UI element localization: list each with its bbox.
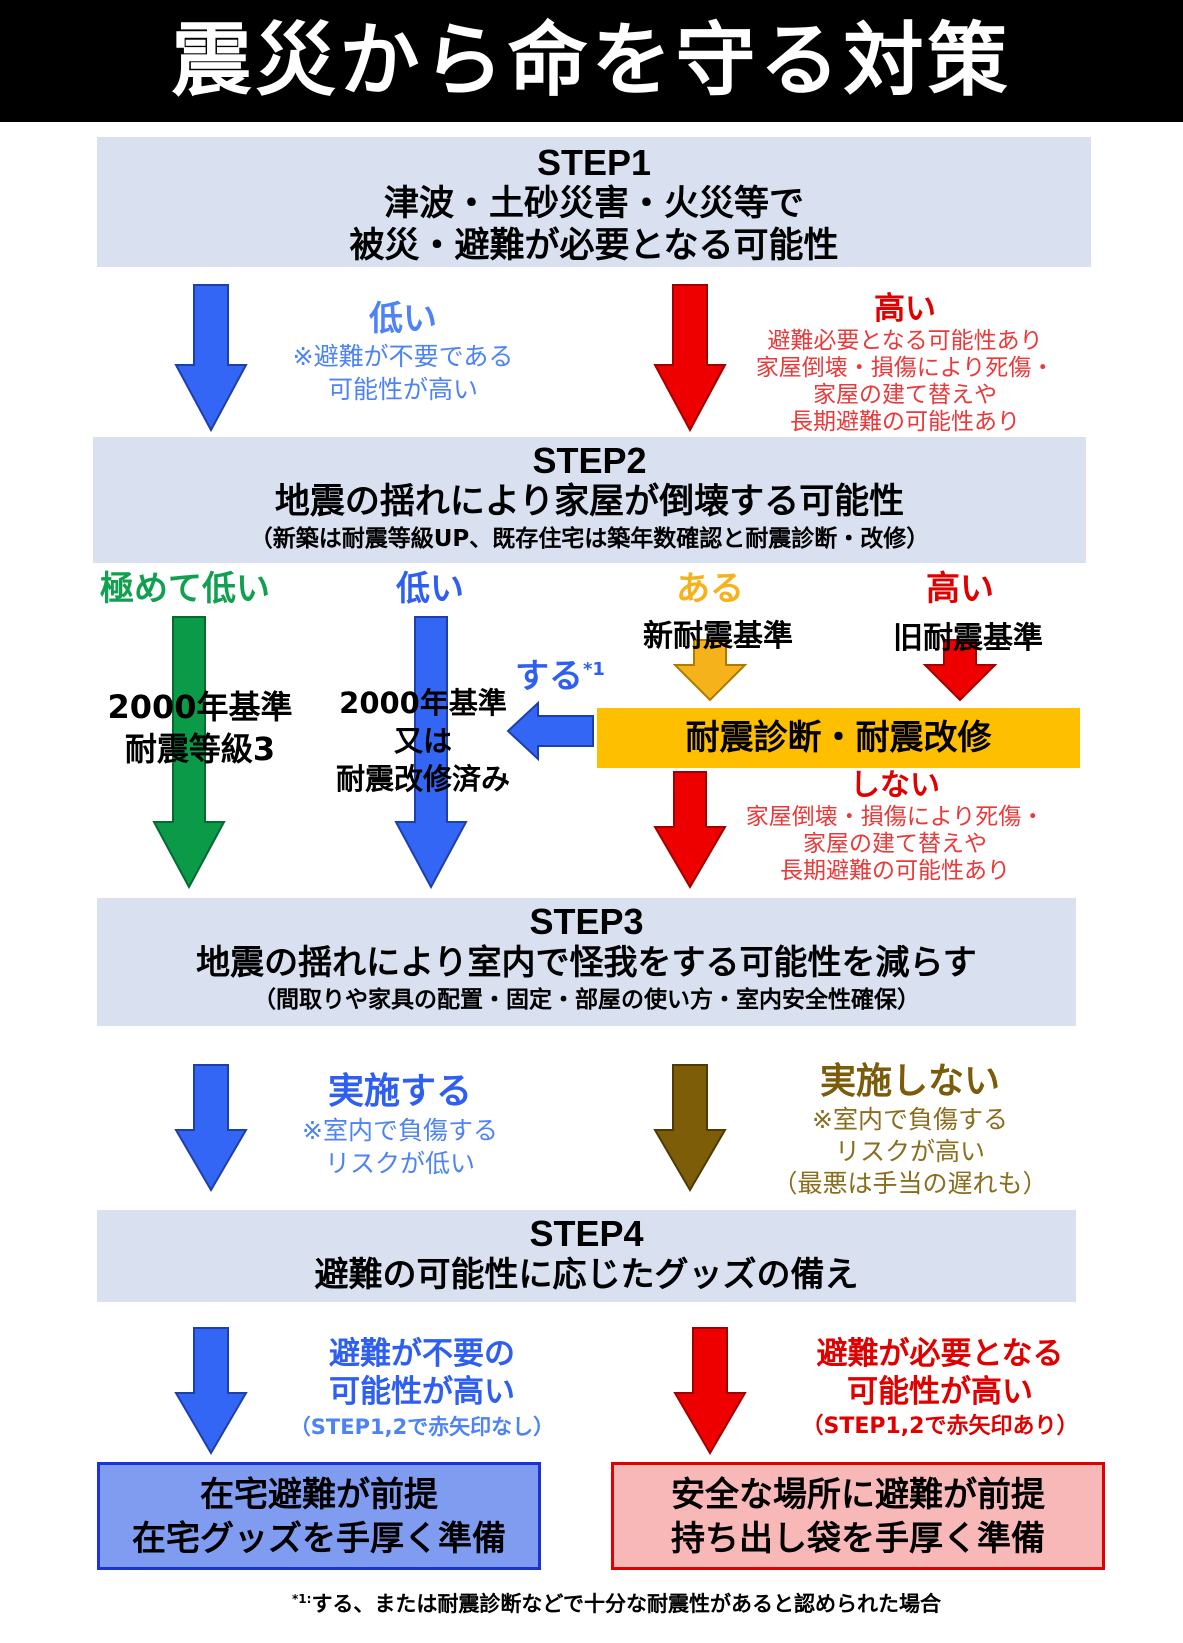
footnote-mark: *1: bbox=[292, 1592, 312, 1606]
step3-do-head: 実施する bbox=[327, 1071, 472, 1112]
step4-right-line3: （STEP1,2で赤矢印あり） bbox=[801, 1414, 1079, 1439]
low-line3: 耐震改修済み bbox=[335, 762, 510, 796]
final-left-line2: 在宅グッズを手厚く準備 bbox=[132, 1519, 506, 1559]
step2-label: STEP2 bbox=[532, 440, 647, 481]
branch-low: 低い bbox=[396, 569, 464, 609]
step4-right-line2: 可能性が高い bbox=[847, 1374, 1033, 1410]
page-title: 震災から命を守る対策 bbox=[0, 0, 1183, 122]
branch-exists: ある bbox=[676, 569, 744, 609]
diagnosis-box: 耐震診断・耐震改修 bbox=[597, 708, 1080, 768]
not-do-line3: 長期避難の可能性あり bbox=[780, 858, 1010, 884]
step1-high-arrow bbox=[653, 284, 727, 433]
branch-high: 高い bbox=[926, 569, 994, 609]
final-left-line1: 在宅避難が前提 bbox=[200, 1475, 438, 1515]
high-arrow bbox=[922, 639, 998, 702]
step4-right-arrow bbox=[673, 1327, 747, 1455]
do-note: *1 bbox=[583, 659, 605, 680]
step3-not-head: 実施しない bbox=[819, 1061, 1000, 1102]
step3-sub: （間取りや家具の配置・固定・部屋の使い方・室内安全性確保） bbox=[253, 987, 920, 1013]
do-label: する bbox=[515, 656, 583, 697]
step3-line1: 地震の揺れにより室内で怪我をする可能性を減らす bbox=[196, 943, 977, 983]
very-low-arrow bbox=[152, 616, 226, 890]
step3-do-line2: リスクが低い bbox=[324, 1149, 475, 1178]
low-line2: 又は bbox=[393, 724, 452, 758]
footnote: *1:する、または耐震診断などで十分な耐震性があると認められた場合 bbox=[292, 1584, 1172, 1619]
step4-label: STEP4 bbox=[529, 1213, 644, 1254]
very-low-line1: 2000年基準 bbox=[107, 688, 293, 726]
final-right-box: 安全な場所に避難が前提 持ち出し袋を手厚く準備 bbox=[611, 1462, 1105, 1570]
low-arrow bbox=[394, 616, 468, 890]
step3-not-arrow bbox=[653, 1064, 727, 1192]
step1-line2: 被災・避難が必要となる可能性 bbox=[349, 226, 839, 266]
step4-left-arrow bbox=[174, 1327, 248, 1455]
exists-arrow bbox=[672, 639, 748, 702]
step4-left-line2: 可能性が高い bbox=[329, 1374, 515, 1410]
step1-label: STEP1 bbox=[536, 142, 652, 183]
new-standard-label: 新耐震基準 bbox=[643, 619, 793, 654]
step3-do-line1: ※室内で負傷する bbox=[302, 1116, 498, 1145]
step2-sub: （新築は耐震等級UP、既存住宅は築年数確認と耐震診断・改修） bbox=[249, 526, 930, 552]
low-line1: 2000年基準 bbox=[339, 686, 507, 720]
very-low-line2: 耐震等級3 bbox=[124, 730, 276, 768]
step3-label: STEP3 bbox=[529, 901, 644, 942]
not-do-line2: 家屋の建て替えや bbox=[803, 831, 987, 857]
step4-line1: 避難の可能性に応じたグッズの備え bbox=[314, 1255, 859, 1295]
step3-not-line3: （最悪は手当の遅れも） bbox=[772, 1169, 1048, 1198]
not-do-arrow bbox=[653, 771, 727, 889]
step3-not-line1: ※室内で負傷する bbox=[812, 1105, 1008, 1134]
step2-line1: 地震の揺れにより家屋が倒壊する可能性 bbox=[274, 482, 905, 522]
step4-left-line3: （STEP1,2で赤矢印なし） bbox=[289, 1415, 555, 1439]
step1-low-arrow bbox=[174, 284, 248, 433]
final-left-box: 在宅避難が前提 在宅グッズを手厚く準備 bbox=[97, 1462, 541, 1570]
final-right-line1: 安全な場所に避難が前提 bbox=[671, 1475, 1045, 1515]
branch-very-low: 極めて低い bbox=[100, 569, 270, 609]
step2-box: STEP2 地震の揺れにより家屋が倒壊する可能性 （新築は耐震等級UP、既存住宅… bbox=[93, 437, 1086, 563]
old-standard-label: 旧耐震基準 bbox=[893, 621, 1043, 656]
do-arrow bbox=[506, 700, 594, 762]
step3-do-arrow bbox=[174, 1064, 248, 1192]
step1-high-line3: 家屋の建て替えや bbox=[813, 382, 997, 408]
not-do-head: しない bbox=[850, 768, 940, 803]
step1-low-head: 低い bbox=[369, 299, 437, 339]
step4-right-line1: 避難が必要となる bbox=[816, 1336, 1064, 1372]
step1-high-line4: 長期避難の可能性あり bbox=[790, 409, 1020, 435]
step1-low-line1: ※避難が不要である bbox=[292, 342, 514, 371]
step3-box: STEP3 地震の揺れにより室内で怪我をする可能性を減らす （間取りや家具の配置… bbox=[97, 898, 1076, 1026]
not-do-line1: 家屋倒壊・損傷により死傷・ bbox=[745, 804, 1045, 830]
final-right-line2: 持ち出し袋を手厚く準備 bbox=[671, 1519, 1045, 1559]
step4-box: STEP4 避難の可能性に応じたグッズの備え bbox=[97, 1210, 1076, 1302]
step1-high-line1: 避難必要となる可能性あり bbox=[767, 328, 1043, 354]
step1-low-line2: 可能性が高い bbox=[327, 375, 478, 404]
step3-not-line2: リスクが高い bbox=[834, 1137, 985, 1166]
do-label-wrap: する*1 bbox=[515, 650, 605, 696]
step1-high-head: 高い bbox=[874, 291, 936, 327]
step4-left-line1: 避難が不要の bbox=[329, 1336, 515, 1372]
step1-box: STEP1 津波・土砂災害・火災等で 被災・避難が必要となる可能性 bbox=[97, 137, 1091, 267]
footnote-text: する、または耐震診断などで十分な耐震性があると認められた場合 bbox=[311, 1592, 942, 1616]
step1-line1: 津波・土砂災害・火災等で bbox=[383, 184, 804, 224]
step1-high-line2: 家屋倒壊・損傷により死傷・ bbox=[755, 355, 1055, 381]
